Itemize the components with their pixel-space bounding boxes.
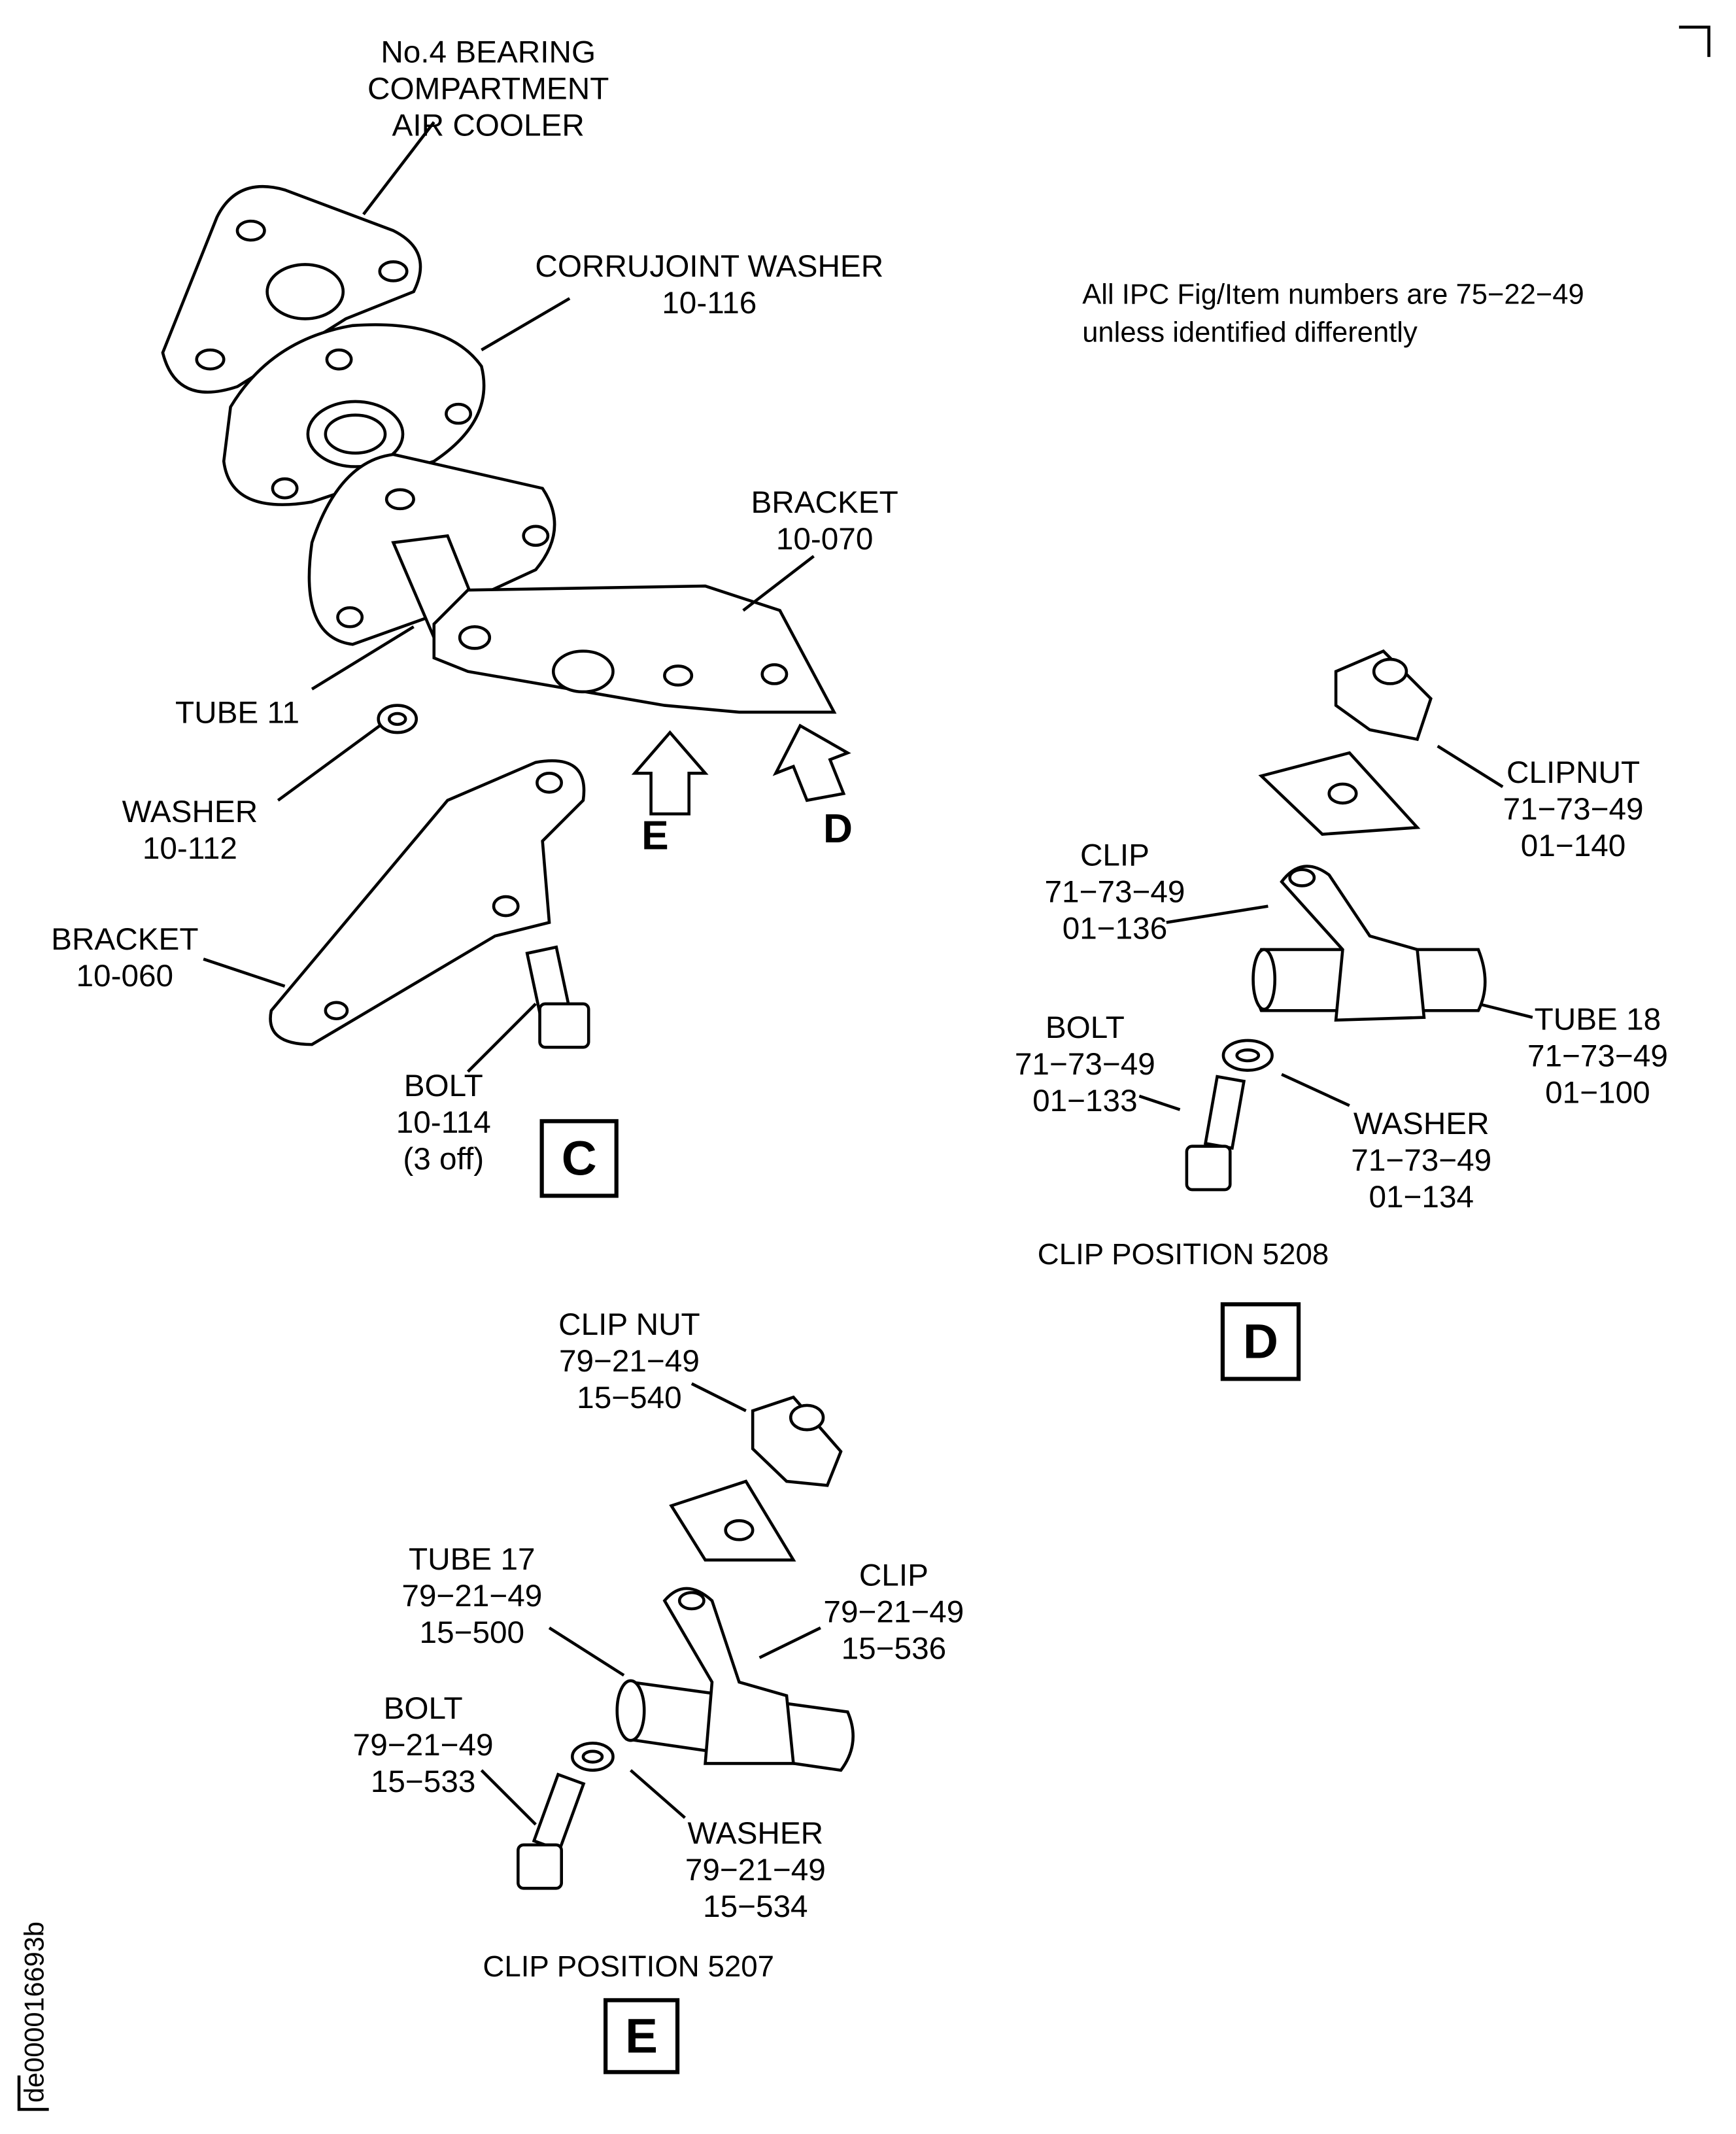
label-line: CLIP NUT (558, 1306, 700, 1342)
label-line: 79−21−49 (823, 1594, 964, 1630)
label-line: CLIPNUT (1506, 754, 1641, 790)
label-line: WASHER (122, 793, 258, 829)
label-line: 15−534 (703, 1888, 808, 1924)
label-line: 15−540 (577, 1379, 682, 1415)
label-line: No.4 BEARING (381, 33, 596, 69)
bracket-060-part (269, 759, 586, 1046)
clipnut-d-part (1334, 649, 1433, 742)
view-c-box: C (539, 1119, 619, 1198)
label-tube-11: TUBE 11 (175, 695, 299, 731)
label-line: BRACKET (51, 921, 199, 957)
clip-position-5207: CLIP POSITION 5207 (483, 1949, 774, 1984)
label-line: BRACKET (751, 484, 898, 520)
label-line: 71−73−49 (1351, 1142, 1492, 1178)
view-e-box: E (604, 1998, 680, 2074)
corner-mark (1678, 26, 1710, 58)
label-line: CORRUJOINT WASHER (535, 248, 884, 284)
label-line: CLIP (1080, 836, 1150, 872)
label-line: 15−500 (419, 1614, 525, 1650)
label-line: BOLT (403, 1067, 483, 1103)
note-line: All IPC Fig/Item numbers are 75−22−49 (1082, 279, 1584, 311)
label-line: 79−21−49 (401, 1577, 543, 1613)
leader-arrows (203, 121, 1533, 1826)
clip-nut-e-part (751, 1395, 843, 1487)
label-line: 01−100 (1545, 1074, 1650, 1110)
label-line: BOLT (1045, 1009, 1125, 1045)
washer-e-part (571, 1742, 615, 1772)
label-line: 10-112 (142, 830, 237, 866)
label-line: 15−533 (370, 1763, 476, 1799)
plate-e-part (669, 1479, 796, 1562)
label-line: 71−73−49 (1503, 791, 1644, 827)
bolt-d-part (1185, 1075, 1246, 1192)
label-line: AIR COOLER (392, 107, 585, 143)
label-line: 10-070 (775, 521, 874, 557)
label-line: 01−133 (1032, 1082, 1138, 1118)
label-line: TUBE 18 (1534, 1001, 1661, 1037)
label-line: 01−136 (1062, 910, 1168, 946)
clip-e-part (662, 1587, 795, 1765)
washer-d-part (1221, 1039, 1274, 1072)
label-line: CLIP (859, 1557, 928, 1593)
bracket-070-part (432, 584, 837, 714)
label-line: WASHER (1353, 1105, 1489, 1141)
bolt-10-114-part (525, 945, 590, 1049)
corner-mark (17, 2075, 49, 2111)
label-line: 71−73−49 (1527, 1037, 1668, 1073)
label-line: TUBE 17 (409, 1541, 536, 1577)
view-d-box: D (1220, 1302, 1301, 1381)
label-line: BOLT (383, 1690, 463, 1726)
label-line: 10-060 (76, 957, 174, 993)
plate-d-part (1258, 751, 1421, 836)
drawing-ref-text: de000016693b (20, 1921, 50, 2103)
drawing-reference: de000016693b (19, 1913, 60, 2103)
label-line: 10-116 (662, 284, 757, 320)
ipc-note: All IPC Fig/Item numbers are 75−22−49 unl… (1082, 277, 1584, 353)
label-line: 79−21−49 (558, 1343, 700, 1379)
label-line: 71−73−49 (1014, 1046, 1155, 1082)
label-line: COMPARTMENT (367, 70, 609, 106)
note-line: unless identified differently (1082, 317, 1418, 349)
view-arrows (631, 723, 851, 816)
label-line: 01−140 (1520, 827, 1626, 863)
label-line: 01−134 (1369, 1179, 1474, 1214)
arrow-label-e: E (641, 814, 669, 859)
label-line: WASHER (687, 1815, 824, 1851)
arrow-label-d: D (823, 807, 853, 852)
label-line: 10-114 (396, 1104, 491, 1140)
label-line: 71−73−49 (1044, 873, 1185, 909)
label-line: 15−536 (841, 1630, 947, 1666)
air-cooler-part (161, 184, 422, 394)
bolt-e-part (517, 1772, 586, 1890)
label-line: 79−21−49 (352, 1727, 494, 1763)
label-line: (3 off) (403, 1141, 485, 1177)
clip-d-part (1280, 865, 1426, 1022)
clip-position-5208: CLIP POSITION 5208 (1037, 1237, 1329, 1271)
label-line: TUBE 11 (175, 694, 299, 730)
label-line: 79−21−49 (685, 1851, 826, 1887)
washer-10-112-part (377, 704, 418, 734)
